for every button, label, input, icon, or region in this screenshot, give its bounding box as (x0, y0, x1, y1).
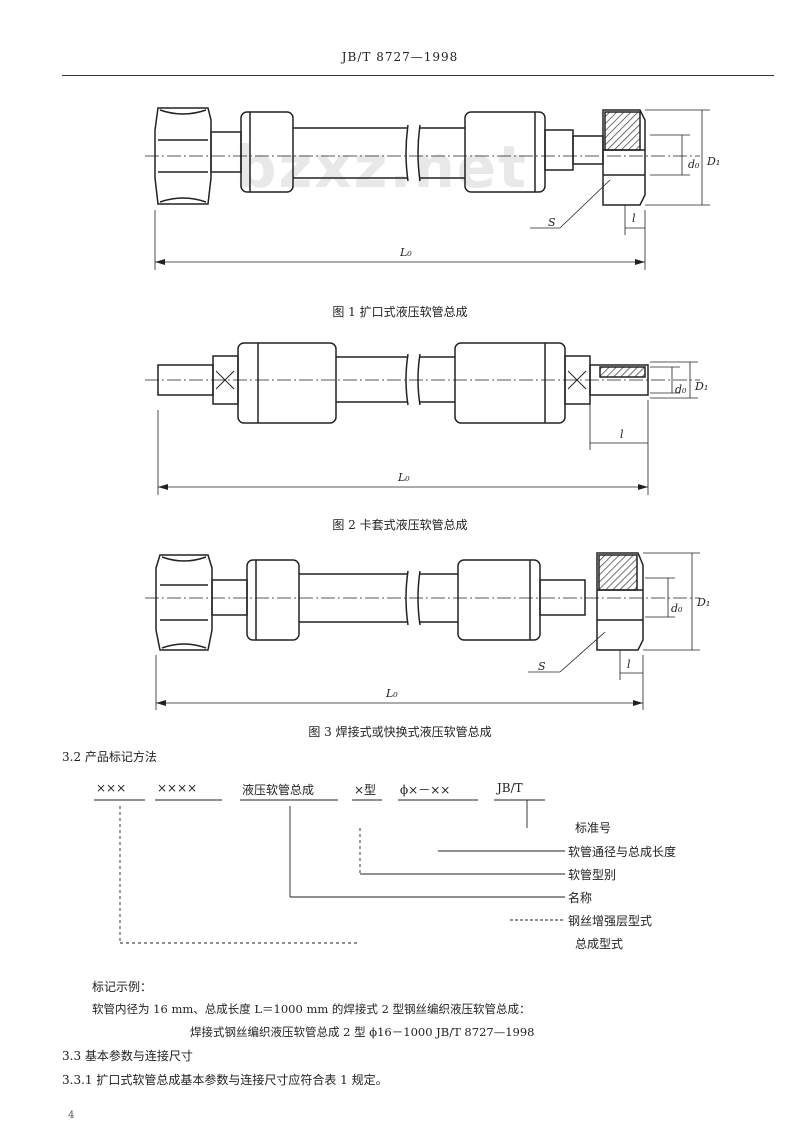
figure-2-drawing (145, 342, 700, 495)
watermark: bzxz.net (235, 133, 528, 201)
fig2-length-label: L₀ (397, 471, 410, 484)
page-corner-number: 4 (68, 1110, 75, 1121)
figure-3-caption: 图 3 焊接式或快换式液压软管总成 (308, 725, 492, 739)
fig2-inner-d-label: d₀ (675, 383, 687, 396)
fig3-hex-label: S (538, 660, 546, 673)
example-text: 软管内径为 16 mm、总成长度 L＝1000 mm 的焊接式 2 型钢丝编织液… (92, 1002, 531, 1016)
marking-item-assembly-type: ××× (96, 781, 127, 795)
example-mark: 焊接式钢丝编织液压软管总成 2 型 ϕ16－1000 JB/T 8727—199… (190, 1025, 535, 1039)
marking-item-size-length: ϕ×－×× (400, 783, 451, 797)
header-rule (62, 75, 774, 76)
figure-3-drawing (145, 552, 700, 710)
fig3-outer-d-label: D₁ (696, 596, 710, 609)
legend-standard-no: 标准号 (575, 821, 612, 835)
section-3-3-1-text: 3.3.1 扩口式软管总成基本参数与连接尺寸应符合表 1 规定。 (62, 1073, 388, 1087)
fig3-inner-d-label: d₀ (671, 602, 683, 615)
legend-reinforcement: 钢丝增强层型式 (568, 914, 653, 928)
fig2-nut-len-label: l (620, 428, 624, 441)
marking-item-name: 液压软管总成 (242, 783, 315, 797)
fig1-nut-len-label: l (632, 212, 636, 225)
fig1-hex-label: S (548, 216, 556, 229)
fig2-outer-d-label: D₁ (694, 380, 708, 393)
fig1-length-label: L₀ (399, 246, 412, 259)
legend-assembly-type: 总成型式 (575, 937, 624, 951)
page-header: JB/T 8727—1998 (341, 50, 459, 64)
legend-size-length: 软管通径与总成长度 (568, 845, 677, 859)
section-3-2-heading: 3.2 产品标记方法 (62, 750, 157, 764)
fig3-nut-len-label: l (627, 658, 631, 671)
example-label: 标记示例： (92, 980, 153, 994)
fig3-length-label: L₀ (385, 687, 398, 700)
legend-hose-type: 软管型别 (568, 868, 617, 882)
figure-1-drawing (145, 107, 710, 270)
legend-name: 名称 (568, 891, 593, 905)
marking-item-reinforcement: ×××× (157, 781, 198, 795)
marking-item-hose-type: ×型 (354, 783, 377, 797)
figure-1-caption: 图 1 扩口式液压软管总成 (332, 305, 468, 319)
marking-item-standard: JB/T (497, 781, 523, 795)
fig1-outer-d-label: D₁ (706, 155, 720, 168)
figure-2-caption: 图 2 卡套式液压软管总成 (332, 518, 468, 532)
fig1-inner-d-label: d₀ (688, 158, 700, 171)
section-3-3-heading: 3.3 基本参数与连接尺寸 (62, 1049, 193, 1063)
marking-leaders (94, 799, 565, 944)
